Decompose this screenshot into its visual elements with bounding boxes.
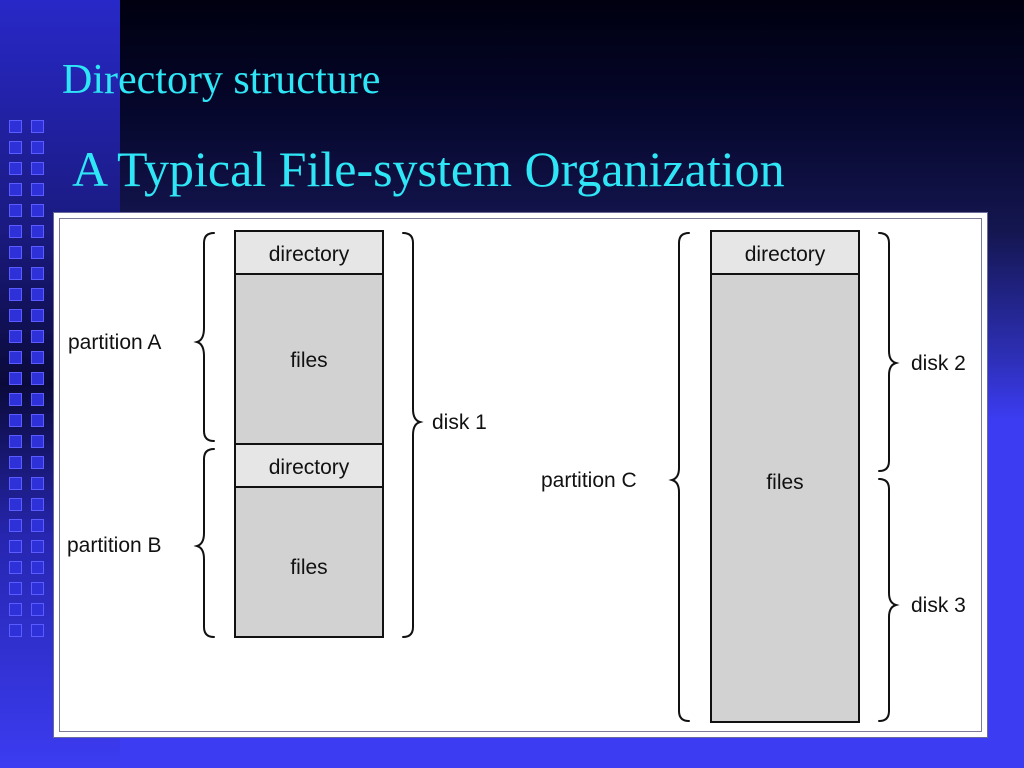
- disk-3-label: disk 3: [911, 594, 966, 617]
- decorative-squares-left: [9, 120, 22, 637]
- diagram-panel-border: [59, 218, 982, 732]
- partition-b-brace: [193, 448, 215, 638]
- decorative-squares-right: [31, 120, 44, 637]
- partition-c-label: partition C: [541, 469, 637, 492]
- slide-title: Directory structure: [62, 57, 381, 103]
- partition-b-directory-label: directory: [269, 456, 350, 479]
- slide-subtitle: A Typical File-system Organization: [72, 141, 785, 197]
- partition-b-files-label: files: [290, 556, 327, 579]
- disk-2-brace: [878, 232, 900, 472]
- partition-a-files-box: [234, 273, 384, 445]
- partition-b-files-box: [234, 486, 384, 638]
- partition-a-directory-label: directory: [269, 243, 350, 266]
- partition-a-brace: [193, 232, 215, 442]
- disk-1-brace: [402, 232, 424, 638]
- partition-c-files-label: files: [766, 471, 803, 494]
- disk-1-label: disk 1: [432, 411, 487, 434]
- disk-3-brace: [878, 478, 900, 722]
- file-system-diagram: directory files directory files director…: [67, 230, 966, 723]
- diagram-panel: directory files directory files director…: [53, 212, 988, 738]
- disk-2-label: disk 2: [911, 352, 966, 375]
- partition-c-brace: [668, 232, 690, 722]
- partition-b-label: partition B: [67, 534, 162, 557]
- partition-a-files-label: files: [290, 349, 327, 372]
- partition-c-directory-label: directory: [745, 243, 826, 266]
- partition-c-files-box: [710, 273, 860, 723]
- partition-a-directory-box: [234, 230, 384, 275]
- partition-a-label: partition A: [68, 331, 161, 354]
